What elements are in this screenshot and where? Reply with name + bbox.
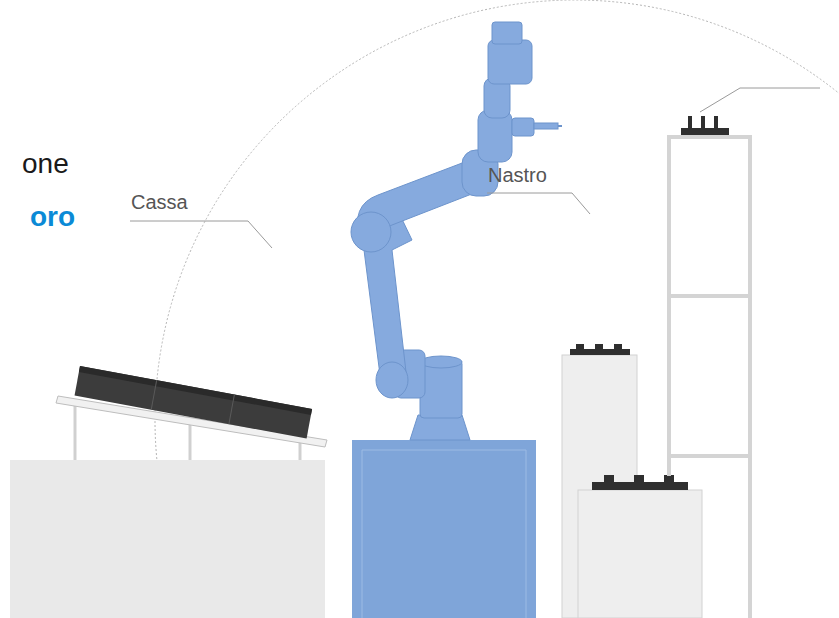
conveyor xyxy=(562,344,702,618)
robot-pedestal xyxy=(352,440,536,618)
table xyxy=(10,460,325,618)
heading-fragment: oro xyxy=(30,203,75,231)
part-name: Nastro xyxy=(488,165,547,185)
rack xyxy=(669,135,750,618)
robot-arm xyxy=(351,22,562,440)
heading-fragment: one xyxy=(22,150,69,178)
rack-part xyxy=(681,116,729,135)
leader-lines xyxy=(130,88,820,248)
crate xyxy=(75,366,313,439)
part-name: Cassa xyxy=(131,192,188,212)
